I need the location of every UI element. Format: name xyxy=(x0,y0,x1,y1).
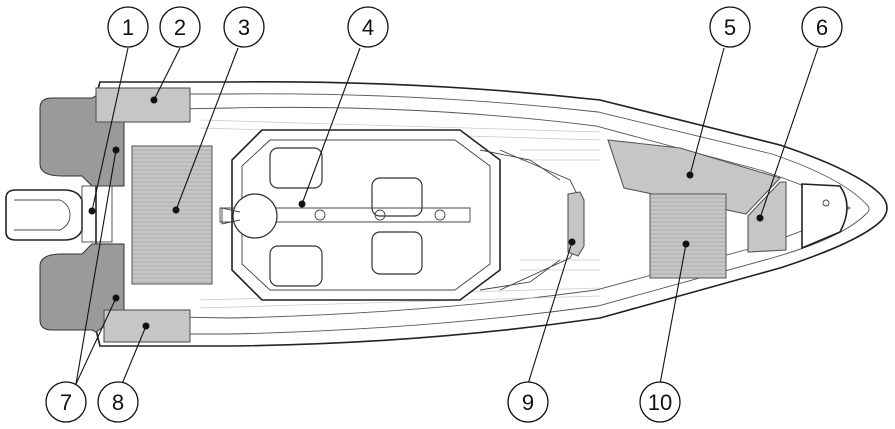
callout-10: 10 xyxy=(639,381,681,423)
center-console xyxy=(219,129,501,301)
callout-1-label: 1 xyxy=(122,15,134,40)
callout-4-label: 4 xyxy=(362,15,374,40)
leader-dots xyxy=(88,96,764,330)
callout-10-label: 10 xyxy=(648,390,672,415)
seat-port-aft xyxy=(269,147,323,189)
anchor-locker xyxy=(801,183,848,250)
callout-2-label: 2 xyxy=(174,15,186,40)
callout-6: 6 xyxy=(801,6,843,48)
callout-5: 5 xyxy=(709,6,751,48)
callout-1: 1 xyxy=(107,6,149,48)
leader-lines xyxy=(75,47,819,385)
console-post xyxy=(232,193,278,239)
callout-8-label: 8 xyxy=(112,390,124,415)
callout-3: 3 xyxy=(223,6,265,48)
seat-starboard-aft xyxy=(269,245,323,287)
callout-4: 4 xyxy=(347,6,389,48)
outboard-motor xyxy=(5,185,113,243)
zone-10-bow-floor xyxy=(649,193,727,279)
callout-7-label: 7 xyxy=(60,390,72,415)
callout-5-label: 5 xyxy=(724,15,736,40)
callout-7: 7 xyxy=(45,381,87,423)
callout-9-label: 9 xyxy=(522,390,534,415)
zone-6-forward-bow-locker xyxy=(747,181,787,253)
callout-6-label: 6 xyxy=(816,15,828,40)
zone-3-cockpit-floor xyxy=(131,145,213,285)
callout-8: 8 xyxy=(97,381,139,423)
seat-helm-starboard xyxy=(371,231,423,275)
callout-3-label: 3 xyxy=(238,15,250,40)
zone-5-bow-locker xyxy=(607,139,782,215)
callout-9: 9 xyxy=(507,381,549,423)
zone-2-aft-locker-port xyxy=(95,87,191,123)
seat-helm-port xyxy=(371,177,423,217)
callout-2: 2 xyxy=(159,6,201,48)
